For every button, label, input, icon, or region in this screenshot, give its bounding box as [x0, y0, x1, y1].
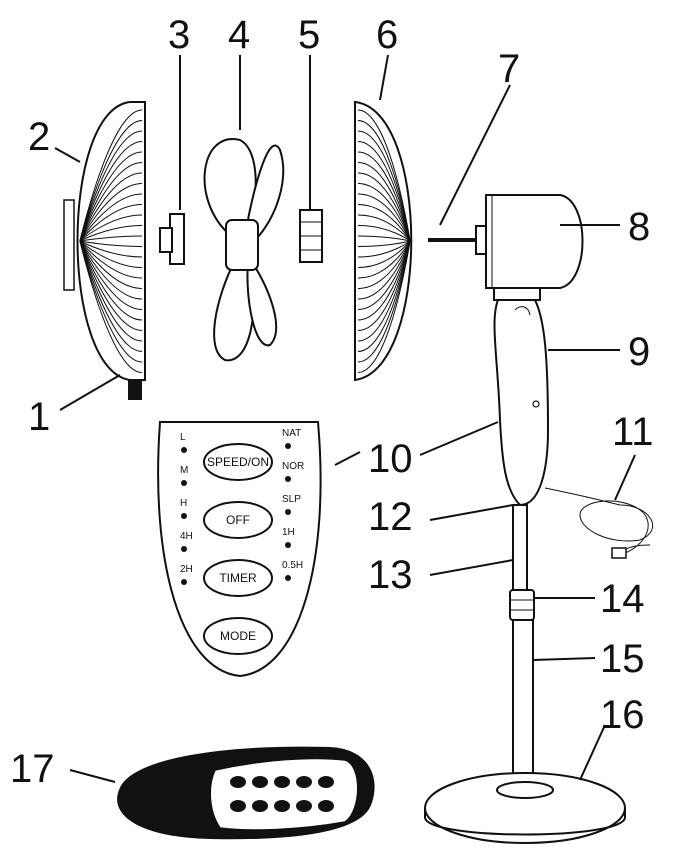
panel-right-label: 1H: [282, 527, 295, 538]
panel-button-shape: [203, 617, 273, 655]
panel-left-label: 2H: [180, 564, 193, 575]
panel-left-label: 4H: [180, 531, 193, 542]
panel-button-shape: [203, 559, 273, 597]
rear-grille: [63, 101, 146, 400]
fan-poles: [509, 504, 535, 791]
remote-key: [296, 800, 312, 812]
panel-indicator-dot: [181, 546, 187, 552]
panel-button-label: MODE: [220, 629, 256, 643]
panel-button-label: TIMER: [219, 571, 257, 585]
label-8: 8: [628, 205, 650, 249]
remote-key: [252, 776, 268, 788]
label-4: 4: [228, 13, 250, 57]
label-3: 3: [168, 13, 190, 57]
label-1: 1: [28, 395, 50, 439]
remote-key: [318, 776, 334, 788]
label-11: 11: [612, 410, 654, 454]
label-13: 13: [368, 553, 413, 597]
label-14: 14: [600, 577, 645, 621]
panel-button-label: OFF: [226, 513, 250, 527]
label-6: 6: [376, 13, 398, 57]
spinner-cap: [159, 213, 185, 265]
remote-key: [252, 800, 268, 812]
remote-control: [117, 746, 375, 840]
front-grille: [354, 100, 413, 382]
panel-right-label: SLP: [282, 494, 301, 505]
panel-button-shape: [203, 501, 273, 539]
remote-key: [274, 800, 290, 812]
panel-right-label: NOR: [282, 461, 304, 472]
fan-base: [424, 772, 626, 844]
label-16: 16: [600, 693, 645, 737]
motor-housing: [428, 194, 584, 289]
panel-indicator-dot: [285, 443, 291, 449]
panel-indicator-dot: [285, 476, 291, 482]
remote-key: [274, 776, 290, 788]
fan-blade: [203, 138, 285, 362]
control-panel-left-labels: L M H 4H 2H: [180, 432, 193, 585]
grille-rib: [79, 240, 143, 373]
remote-key: [230, 800, 246, 812]
panel-indicator-dot: [181, 579, 187, 585]
panel-button-shape: [203, 443, 273, 481]
panel-left-label: H: [180, 498, 187, 509]
leader-lines: [54, 54, 636, 783]
control-panel: [157, 421, 322, 678]
label-9: 9: [628, 330, 650, 374]
panel-indicator-dot: [285, 509, 291, 515]
panel-indicator-dot: [181, 480, 187, 486]
label-17: 17: [10, 747, 55, 791]
panel-left-label: L: [180, 432, 186, 443]
power-cord: [544, 487, 653, 559]
label-12: 12: [368, 495, 413, 539]
remote-key: [230, 776, 246, 788]
panel-indicator-dot: [181, 513, 187, 519]
panel-indicator-dot: [285, 575, 291, 581]
panel-button-label: SPEED/ON: [207, 455, 269, 469]
panel-right-label: 0.5H: [282, 560, 303, 571]
grille-nut: [299, 209, 323, 263]
fan-body: [493, 287, 550, 507]
panel-indicator-dot: [285, 542, 291, 548]
label-15: 15: [600, 637, 645, 681]
remote-key: [318, 800, 334, 812]
label-5: 5: [298, 13, 320, 57]
control-panel-buttons: SPEED/ON OFF TIMER MODE: [203, 443, 273, 655]
grille-rib: [357, 240, 411, 373]
label-2: 2: [28, 115, 50, 159]
control-panel-right-labels: NAT NOR SLP 1H 0.5H: [282, 428, 304, 581]
panel-left-label: M: [180, 465, 188, 476]
panel-indicator-dot: [181, 447, 187, 453]
label-10: 10: [368, 437, 413, 481]
label-7: 7: [498, 47, 520, 91]
remote-key: [296, 776, 312, 788]
panel-right-label: NAT: [282, 428, 301, 439]
part-numbers: 1 2 3 4 5 6 7 8 9 10 11 12 13 14 15 16 1…: [10, 13, 654, 791]
